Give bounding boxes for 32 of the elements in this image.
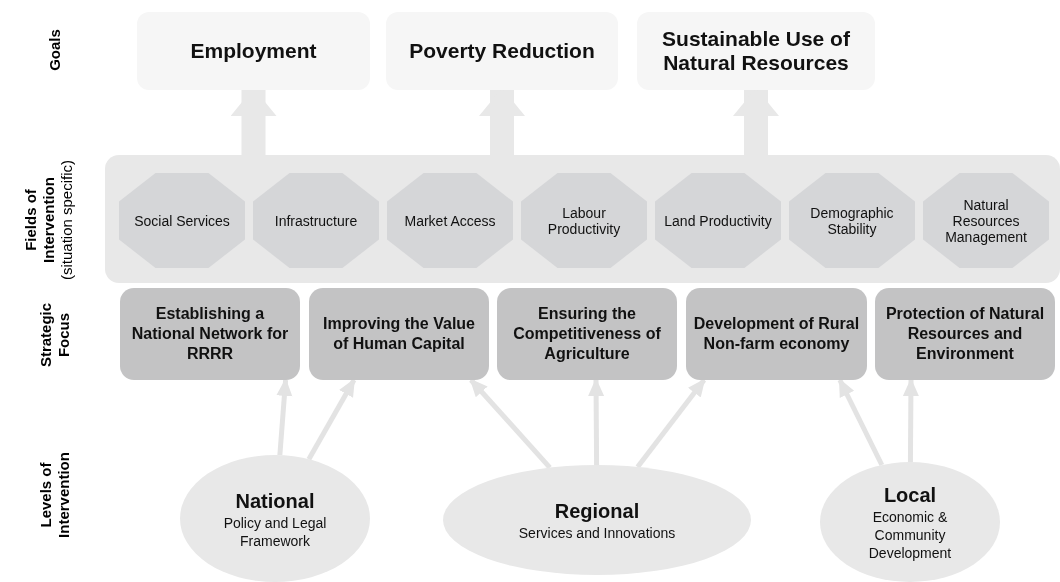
focus-box: Ensuring the Competitiveness of Agriculture xyxy=(497,288,677,380)
focus-box: Development of Rural Non-farm economy xyxy=(686,288,867,380)
row-label: Fields of Intervention (situation specific) xyxy=(21,160,76,280)
arrow xyxy=(469,378,552,470)
octagon: Market Access xyxy=(387,173,513,268)
octagon: Land Productivity xyxy=(655,173,781,268)
arrow xyxy=(276,378,293,456)
focus-box: Improving the Value of Human Capital xyxy=(309,288,489,380)
arrow xyxy=(733,88,779,155)
focus-box: Establishing a National Network for RRRR xyxy=(120,288,300,380)
level-ellipse: Local Economic & Community Development xyxy=(820,462,1000,582)
focus-box: Protection of Natural Resources and Environment xyxy=(875,288,1055,380)
goal-box: Employment xyxy=(137,12,370,90)
arrow xyxy=(306,378,357,461)
arrow xyxy=(479,88,525,155)
arrow xyxy=(588,378,605,465)
row-label: Goals xyxy=(45,29,64,71)
level-ellipse: National Policy and Legal Framework xyxy=(180,455,370,582)
level-ellipse: Regional Services and Innovations xyxy=(443,465,751,575)
octagon: Natural Resources Management xyxy=(923,173,1049,268)
arrow xyxy=(902,378,919,462)
octagon: Demographic Stability xyxy=(789,173,915,268)
arrow xyxy=(635,378,707,469)
row-label: Levels of Intervention xyxy=(36,452,73,538)
octagon: Social Services xyxy=(119,173,245,268)
goal-box: Sustainable Use of Natural Resources xyxy=(637,12,875,90)
arrow xyxy=(837,378,885,467)
octagon: Infrastructure xyxy=(253,173,379,268)
goal-box: Poverty Reduction xyxy=(386,12,618,90)
octagon: Labour Productivity xyxy=(521,173,647,268)
band-panel xyxy=(105,155,1060,283)
row-label: Strategic Focus xyxy=(37,302,74,368)
